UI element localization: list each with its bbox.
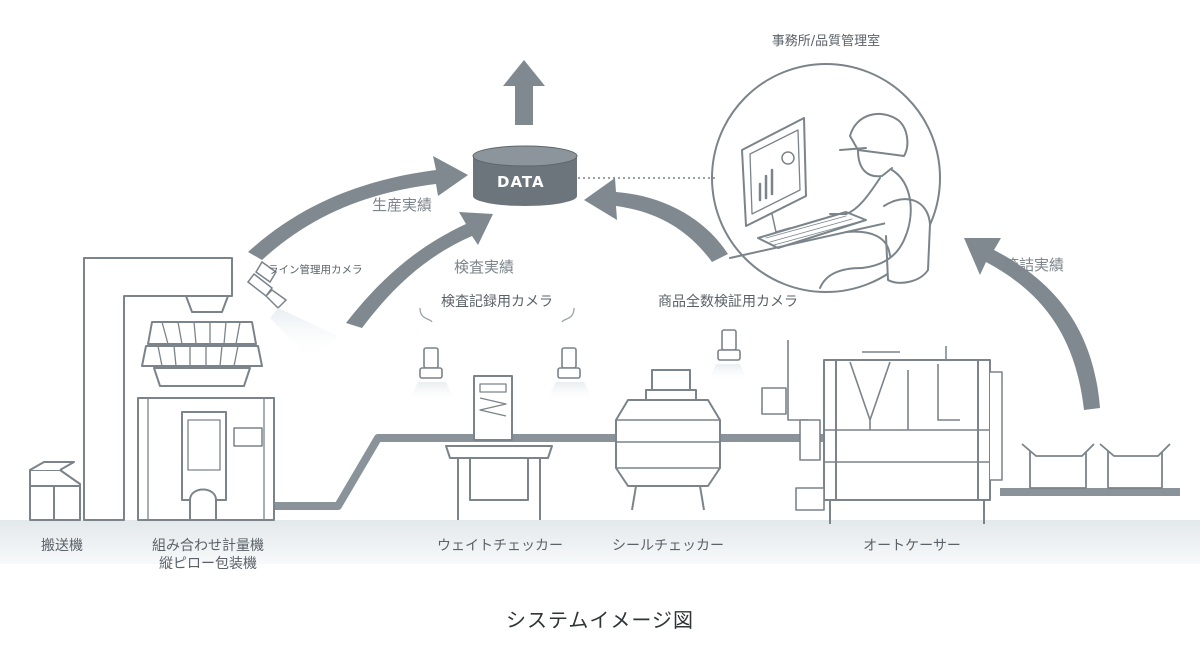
seal-checker-label: シールチェッカー [612, 538, 724, 554]
data-label: DATA [497, 173, 545, 191]
packing-results-arrow [964, 238, 1100, 410]
packer-label: 縦ピロー包装機 [159, 555, 257, 572]
weight-checker-label: ウェイトチェッカー [437, 538, 563, 554]
production-results-label: 生産実績 [372, 196, 433, 214]
seal-checker [615, 369, 721, 511]
inspection-results-label: 検査実績 [454, 258, 515, 276]
weigher-packer [137, 295, 275, 521]
inspection-record-cameras [408, 307, 748, 402]
conveyor-machine [29, 257, 233, 521]
full-inspection-camera-label: 商品全数検証用カメラ [658, 294, 798, 310]
full-inspection-arrow [584, 178, 728, 262]
diagram-caption: システムイメージ図 [506, 608, 694, 632]
office-label: 事務所/品質管理室 [771, 34, 881, 49]
data-database [472, 145, 578, 206]
line-management-camera [246, 260, 338, 360]
inspection-results-arrow [346, 212, 493, 328]
floor [0, 520, 1200, 564]
office-vignette [711, 63, 941, 293]
conveyor-label: 搬送機 [41, 538, 83, 554]
output-cartons [1021, 443, 1171, 489]
packing-results-label: 箱詰実績 [1004, 256, 1065, 274]
weight-checker [445, 375, 553, 520]
weigher-label: 組み合わせ計量機 [152, 538, 264, 554]
flow-arrows [248, 60, 1100, 410]
line-camera-label: ライン管理用カメラ [268, 264, 363, 276]
upload-arrow [503, 60, 545, 125]
auto-caser-label: オートケーサー [863, 538, 961, 554]
record-camera-label: 検査記録用カメラ [441, 294, 553, 310]
weigher-packer-label: 組み合わせ計量機 縦ピロー包装機 [152, 538, 264, 573]
auto-caser [761, 340, 1003, 524]
production-results-arrow [248, 156, 468, 260]
